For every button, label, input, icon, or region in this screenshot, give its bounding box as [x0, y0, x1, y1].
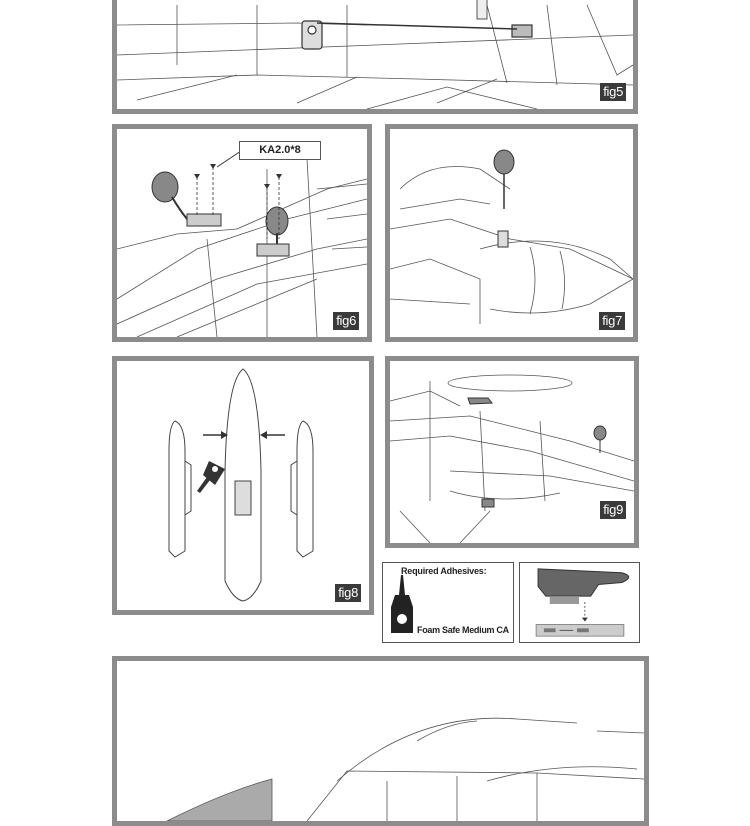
bottom-figure-illustration — [166, 717, 644, 821]
bottom-figure-panel — [112, 656, 649, 826]
fig6-illustration — [117, 150, 367, 337]
fig8-label: fig8 — [335, 584, 361, 602]
fig8-illustration — [168, 368, 314, 602]
screw-callout: KA2.0*8 — [239, 141, 321, 160]
fig5-label: fig5 — [600, 83, 626, 101]
pod-detail-box — [519, 562, 640, 643]
pod-detail-illustration — [535, 568, 630, 637]
fig8-panel: fig8 — [112, 356, 374, 615]
fig6-label: fig6 — [333, 312, 359, 330]
fig5-panel: fig5 — [112, 0, 638, 114]
fig7-panel: fig7 — [385, 124, 638, 342]
fig7-label: fig7 — [599, 312, 625, 330]
fig7-illustration — [390, 149, 633, 324]
fig9-panel: fig9 — [385, 356, 639, 548]
adhesives-box: Required Adhesives: Foam Safe Medium CA — [382, 562, 514, 643]
adhesive-glue-name: Foam Safe Medium CA — [417, 625, 509, 635]
fig5-illustration — [117, 0, 633, 109]
fig9-illustration — [390, 374, 634, 543]
adhesives-title: Required Adhesives: — [401, 566, 487, 576]
fig9-label: fig9 — [600, 501, 626, 519]
ca-bottle-icon — [391, 575, 413, 633]
fig6-panel: KA2.0*8 fig6 — [112, 124, 372, 342]
